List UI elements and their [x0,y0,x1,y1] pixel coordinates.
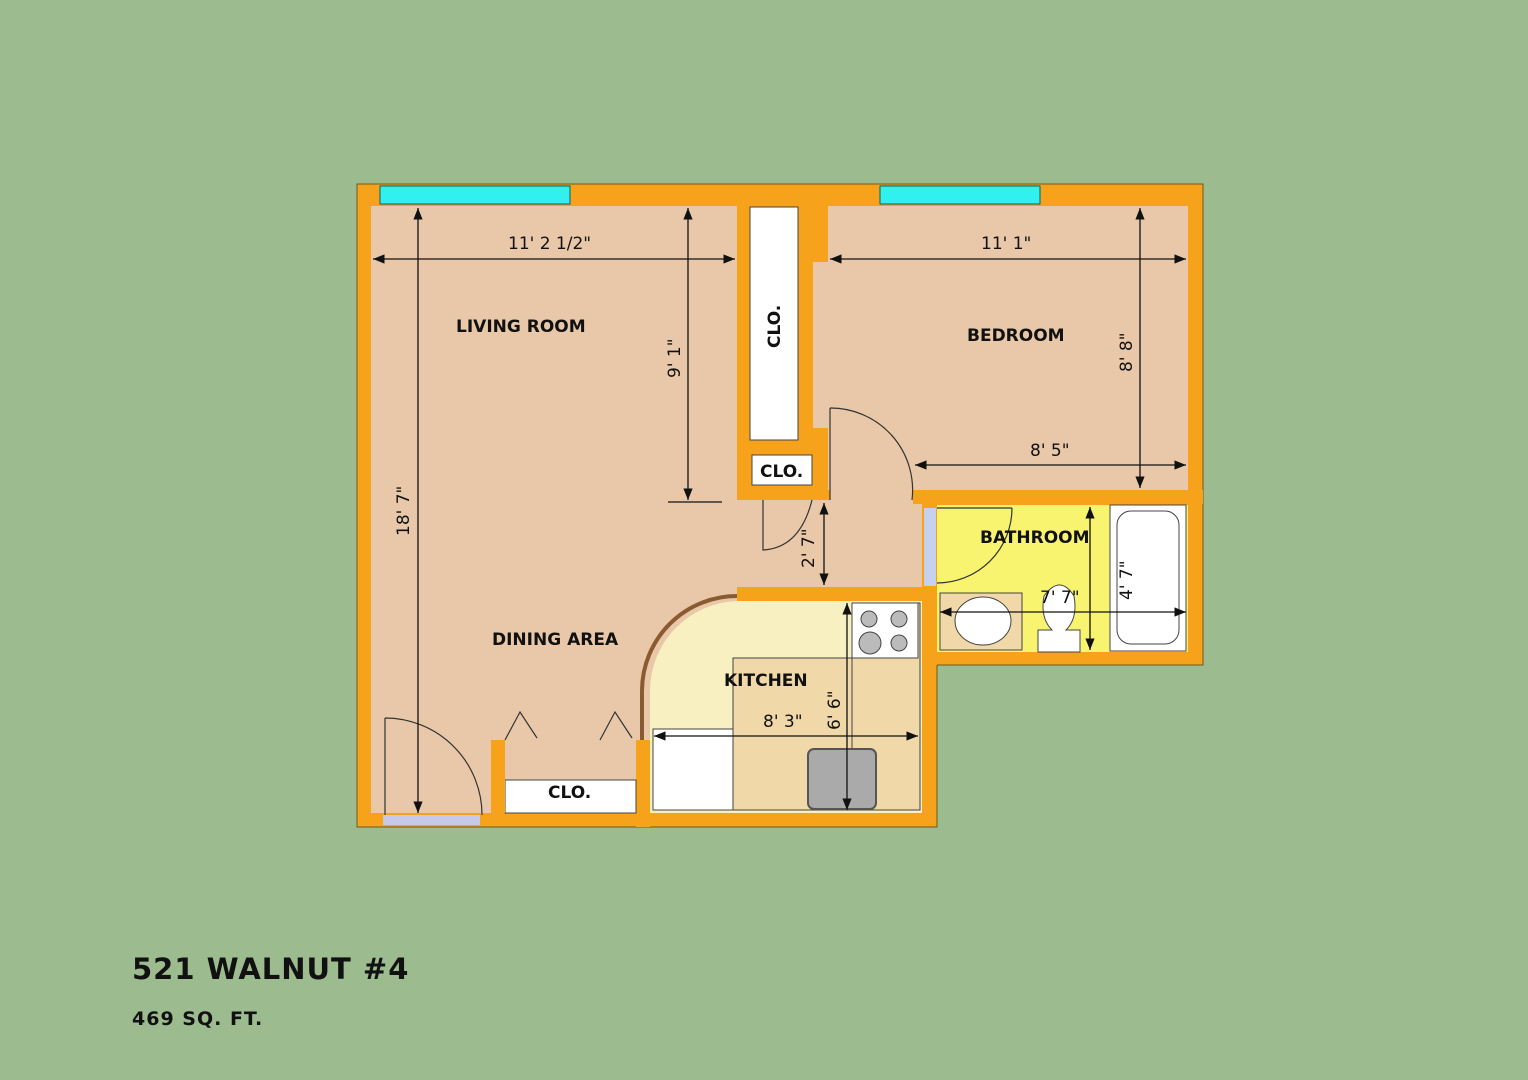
dim-bedroom-depth: 8' 8" [1117,332,1137,372]
bedroom-door [829,407,914,501]
bedroom-floor-jog [813,262,833,428]
entry-door [384,717,483,816]
dim-hall: 2' 7" [799,528,819,568]
label-kitchen: KITCHEN [724,671,808,691]
dim-kitchen-depth: 6' 6" [825,690,845,730]
label-bedroom: BEDROOM [967,326,1065,346]
burner [890,634,908,652]
hallway-floor-upper [830,428,922,503]
label-closet-small: CLO. [760,462,803,482]
bathroom-door-frame [924,508,936,586]
closet-small [751,454,813,486]
label-dining-area: DINING AREA [492,630,619,650]
dim-bedroom-inner: 8' 5" [1030,441,1070,461]
closet-bottom-wall [491,740,505,813]
entry-door-threshold [383,815,480,825]
property-title: 521 WALNUT #4 [132,952,410,986]
dim-kitchen-width: 8' 3" [763,712,803,732]
dim-total-depth: 18' 7" [394,486,414,536]
label-closet-tall: CLO. [765,305,785,348]
bedroom-bottom-wall [913,490,1203,504]
label-living-room: LIVING ROOM [456,317,586,337]
dim-bedroom-width: 11' 1" [981,234,1031,254]
burner [858,631,882,655]
bathroom-sink [954,596,1012,646]
label-closet-bottom: CLO. [548,783,591,803]
kitchen-left-wall [636,740,650,827]
closet-door [762,499,813,551]
bathroom-door [936,507,1013,584]
dim-living-width: 11' 2 1/2" [508,234,591,254]
kitchen-sink [807,748,877,810]
kitchen-arch [640,594,738,740]
kitchen-top-wall [737,587,937,601]
bifold-closet-doors [504,710,633,741]
label-bathroom: BATHROOM [980,528,1090,548]
closet-tall [749,206,799,441]
refrigerator [652,728,734,811]
hallway-floor [737,500,922,587]
window-bedroom [879,185,1041,205]
dim-bath-width: 7' 7" [1040,588,1080,608]
burner [890,610,908,628]
square-footage: 469 SQ. FT. [132,1008,264,1030]
dim-living-depth: 9' 1" [665,338,685,378]
burner [860,610,878,628]
dim-bath-depth: 4' 7" [1117,560,1137,600]
toilet [1037,584,1081,653]
closet-bottom [504,779,637,814]
window-living [379,185,571,205]
